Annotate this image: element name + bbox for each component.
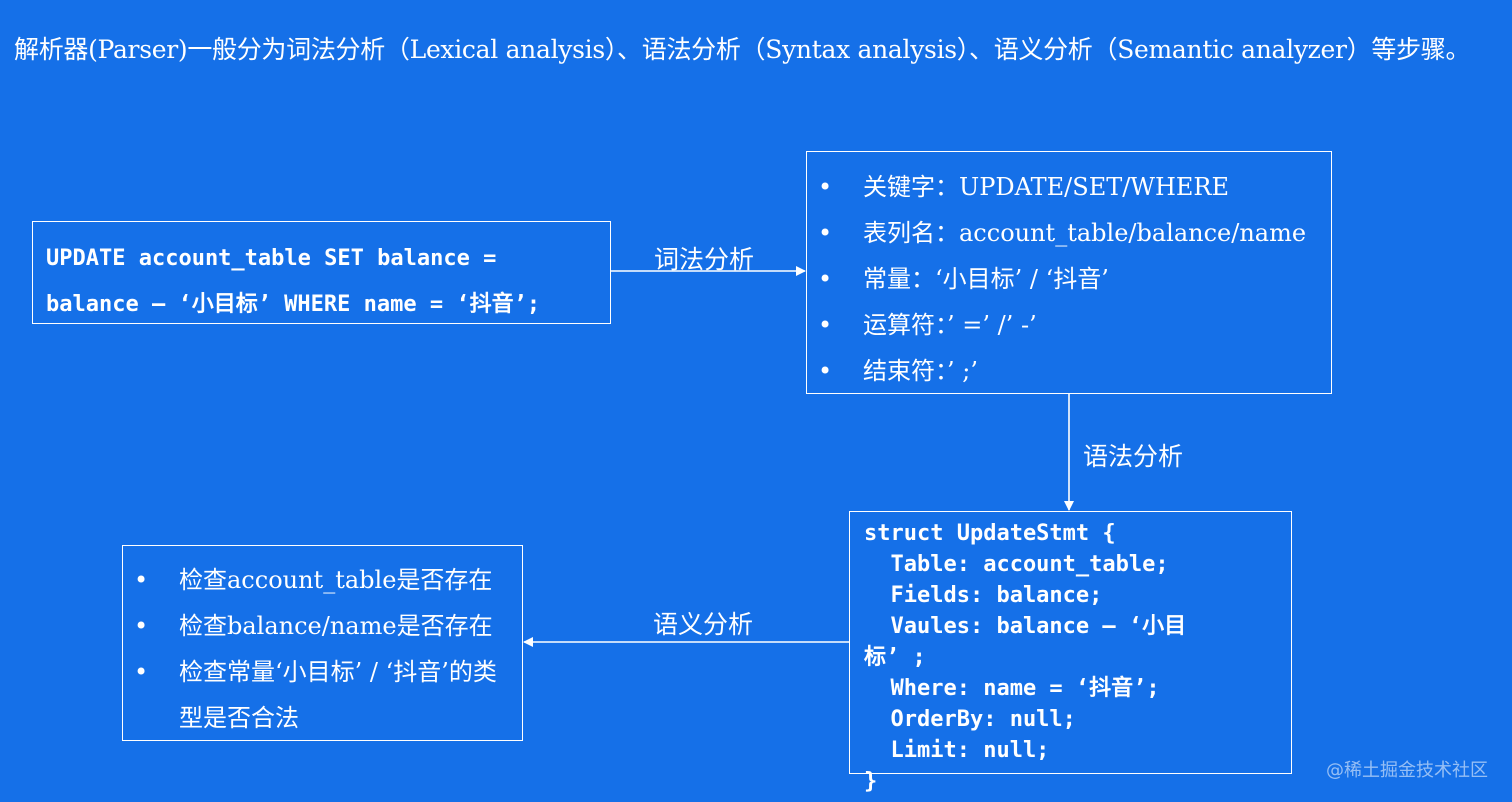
semantic-checks-box: [122, 545, 523, 741]
syntax-tree-box: [849, 511, 1292, 774]
bullet-icon: •: [134, 658, 149, 686]
token-item-keywords: •关键字：UPDATE/SET/WHERE: [818, 164, 1306, 210]
token-item-identifiers: •表列名：account_table/balance/name: [818, 210, 1306, 256]
lexical-analysis-label: 词法分析: [654, 245, 755, 274]
check-item-constant-types: •检查常量‘小目标’ / ‘抖音’的类型是否合法: [134, 649, 509, 741]
token-item-constants: •常量：‘小目标’ / ‘抖音’: [818, 256, 1306, 302]
token-item-terminator: •结束符：’ ;’: [818, 348, 1306, 394]
lexical-token-list: •关键字：UPDATE/SET/WHERE •表列名：account_table…: [818, 164, 1306, 394]
bullet-icon: •: [818, 357, 833, 385]
check-item-table: •检查account_table是否存在: [134, 557, 509, 603]
page-heading: 解析器(Parser)一般分为词法分析（Lexical analysis）、语法…: [14, 35, 1471, 64]
bullet-icon: •: [818, 173, 833, 201]
update-stmt-struct-code: struct UpdateStmt { Table: account_table…: [864, 521, 1187, 794]
semantic-analysis-label: 语义分析: [653, 610, 754, 639]
bullet-icon: •: [134, 612, 149, 640]
lexical-tokens-box: [806, 151, 1332, 394]
sql-statement-box: [32, 221, 611, 324]
bullet-icon: •: [818, 219, 833, 247]
bullet-icon: •: [134, 566, 149, 594]
token-item-operators: •运算符：’ =’ /’ -’: [818, 302, 1306, 348]
bullet-icon: •: [818, 265, 833, 293]
bullet-icon: •: [818, 311, 833, 339]
check-item-columns: •检查balance/name是否存在: [134, 603, 509, 649]
sql-statement-text: UPDATE account_table SET balance = balan…: [46, 246, 541, 317]
watermark: @稀土掘金技术社区: [1326, 760, 1488, 781]
semantic-check-list: •检查account_table是否存在 •检查balance/name是否存在…: [134, 557, 509, 741]
syntax-analysis-label: 语法分析: [1083, 442, 1184, 471]
